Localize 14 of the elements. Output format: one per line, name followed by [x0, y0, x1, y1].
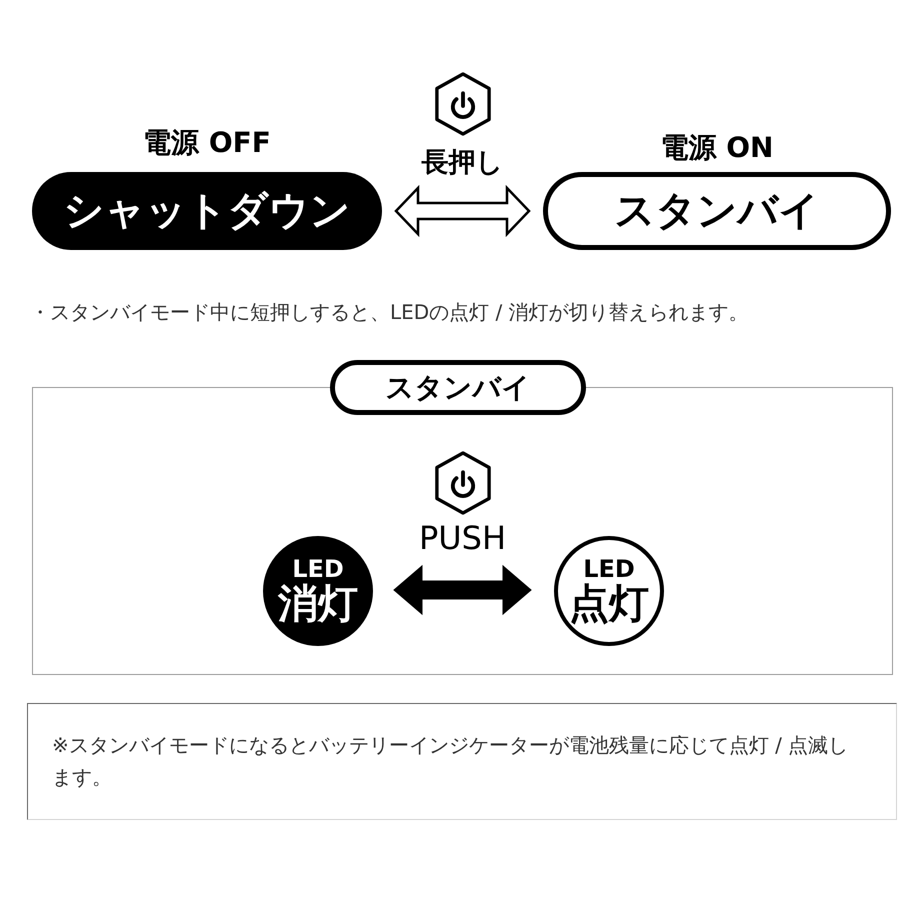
circle-heading: LED [583, 556, 635, 582]
circle-label: 消灯 [278, 582, 358, 626]
state-heading: 電源 ON [660, 131, 774, 165]
note-text: ※スタンバイモードになるとバッテリーインジケーターが電池残量に応じて点灯 / 点滅します。 [52, 732, 850, 791]
double-arrow [393, 564, 532, 616]
note-box [27, 703, 897, 820]
double-arrow [394, 184, 531, 238]
state-heading: 電源 OFF [143, 126, 271, 160]
panel-title: スタンバイ [330, 360, 586, 415]
note-text: ・スタンバイモード中に短押しすると、LEDの点灯 / 消灯が切り替えられます。 [30, 299, 749, 326]
state-label: シャットダウン [64, 187, 350, 235]
circle-label: 点灯 [569, 582, 649, 626]
state-label: スタンバイ [614, 187, 820, 235]
circle-heading: LED [292, 556, 344, 582]
